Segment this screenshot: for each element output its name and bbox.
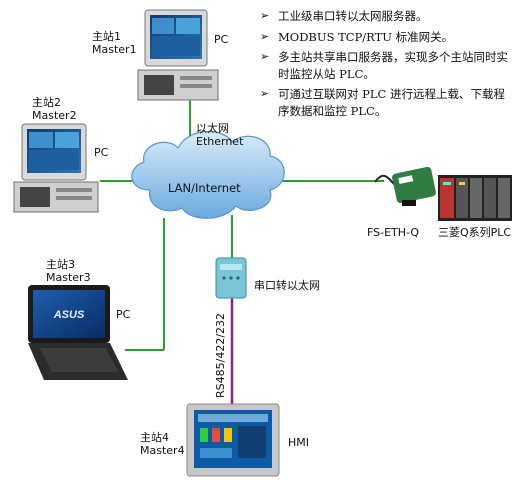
master2-type: PC [94, 146, 109, 159]
master1-pc-icon [137, 9, 219, 101]
master4-name: 主站4 [140, 431, 169, 444]
master4-type: HMI [288, 436, 310, 449]
feature-text: 可通过互联网对 PLC 进行远程上载、下载程序数据和监控 PLC。 [278, 87, 505, 118]
ethernet-label-cn: 以太网 [196, 122, 229, 135]
plc-rack-icon [438, 175, 512, 221]
serial-link-label: RS485/422/232 [214, 312, 227, 398]
master1-role: Master1 [92, 43, 137, 56]
feature-item: ➢ 可通过互联网对 PLC 进行远程上载、下载程序数据和监控 PLC。 [258, 86, 516, 119]
arrow-bullet-icon: ➢ [260, 9, 270, 22]
cloud-label: LAN/Internet [168, 181, 241, 195]
gateway-label: FS-ETH-Q [367, 226, 420, 239]
master2-name: 主站2 [32, 96, 61, 109]
master3-name: 主站3 [46, 258, 75, 271]
ethernet-links [100, 100, 384, 351]
arrow-bullet-icon: ➢ [260, 50, 270, 63]
serial-ethernet-converter-icon [215, 257, 247, 299]
arrow-bullet-icon: ➢ [260, 87, 270, 100]
feature-text: MODBUS TCP/RTU 标准网关。 [278, 29, 454, 44]
feature-item: ➢ 工业级串口转以太网服务器。 [258, 8, 516, 25]
master3-laptop-icon: ASUS [28, 285, 128, 380]
fs-eth-q-gateway-icon [374, 166, 436, 206]
plc-label: 三菱Q系列PLC [438, 226, 512, 239]
feature-text: 工业级串口转以太网服务器。 [278, 9, 428, 23]
hmi-panel-icon [186, 403, 280, 477]
feature-item: ➢ MODBUS TCP/RTU 标准网关。 [258, 29, 516, 46]
master1-type: PC [214, 33, 229, 46]
master1-name: 主站1 [92, 30, 121, 43]
arrow-bullet-icon: ➢ [260, 29, 270, 43]
master3-role: Master3 [46, 271, 91, 284]
feature-list: ➢ 工业级串口转以太网服务器。 ➢ MODBUS TCP/RTU 标准网关。 ➢… [258, 8, 516, 123]
lan-internet-cloud [131, 130, 285, 219]
ethernet-label-en: Ethernet [196, 135, 244, 148]
master2-role: Master2 [32, 109, 77, 122]
feature-text: 多主站共享串口服务器，实现多个主站同时实时监控从站 PLC。 [278, 50, 508, 81]
laptop-brand-text: ASUS [53, 309, 85, 321]
master4-role: Master4 [140, 444, 185, 457]
converter-label: 串口转以太网 [254, 279, 320, 292]
master3-type: PC [116, 308, 131, 321]
master2-pc-icon [13, 123, 99, 213]
feature-item: ➢ 多主站共享串口服务器，实现多个主站同时实时监控从站 PLC。 [258, 49, 516, 82]
